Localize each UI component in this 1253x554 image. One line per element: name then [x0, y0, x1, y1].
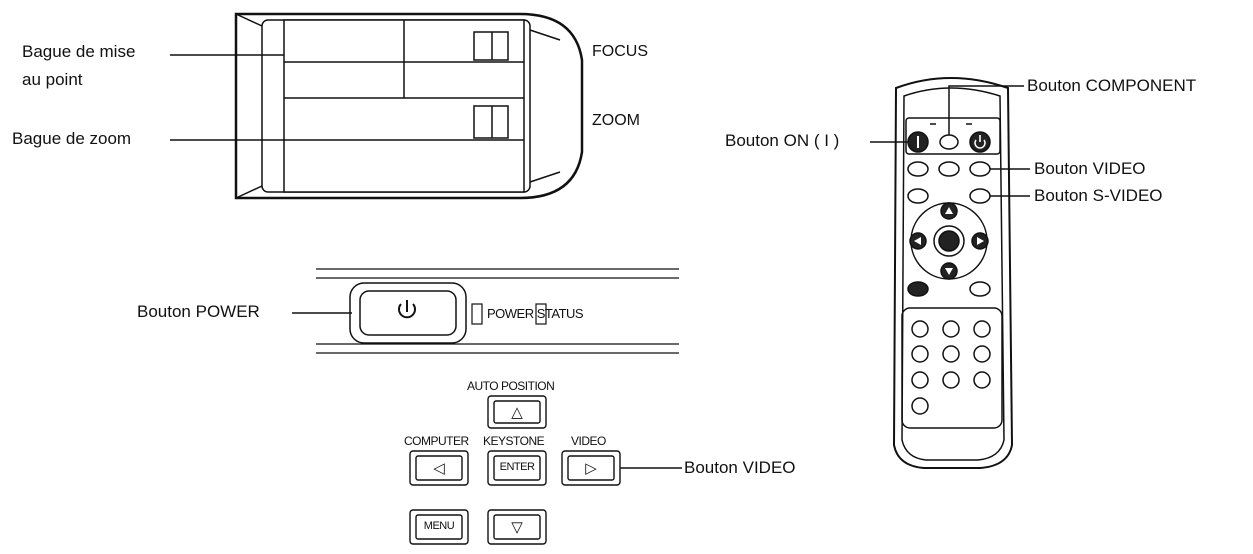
power-status-label: POWER STATUS: [487, 306, 584, 321]
arrow-up-icon: △: [511, 404, 523, 421]
power-indicator: [471, 303, 483, 325]
remote-control: [892, 77, 1014, 469]
auto-position-label: AUTO POSITION: [467, 379, 555, 393]
menu-key-label: MENU: [423, 520, 455, 532]
remote-number-button[interactable]: [911, 345, 929, 363]
lens-assembly: [234, 12, 584, 200]
on-button-label: Bouton ON ( I ): [725, 131, 840, 150]
remote-number-button[interactable]: [973, 320, 991, 338]
video-key-label: VIDEO: [571, 434, 606, 448]
leader-line: [948, 85, 1024, 135]
remote-number-button[interactable]: [942, 371, 960, 389]
key-up[interactable]: [487, 395, 547, 429]
key-left[interactable]: [409, 450, 469, 486]
remote-number-button[interactable]: [911, 397, 929, 415]
video-button-label: Bouton VIDEO: [684, 458, 796, 477]
arrow-right-icon: ▷: [585, 460, 597, 477]
keypad: [409, 395, 621, 545]
control-panel: [316, 268, 679, 354]
focus-label: FOCUS: [592, 43, 648, 60]
key-menu[interactable]: [409, 509, 469, 545]
power-button[interactable]: [349, 282, 467, 344]
remote-number-button[interactable]: [973, 345, 991, 363]
remote-number-button[interactable]: [911, 320, 929, 338]
zoom-ring-label: Bague de zoom: [12, 129, 132, 148]
remote-svideo-label: Bouton S-VIDEO: [1034, 186, 1163, 205]
component-button-label: Bouton COMPONENT: [1027, 76, 1197, 95]
zoom-label: ZOOM: [592, 112, 640, 129]
focus-ring-label-cont: au point: [22, 70, 83, 89]
remote-number-button[interactable]: [942, 320, 960, 338]
enter-key-label: ENTER: [499, 461, 535, 473]
remote-number-button[interactable]: [973, 371, 991, 389]
key-enter[interactable]: [487, 450, 547, 486]
arrow-down-icon: ▽: [511, 519, 523, 536]
remote-video-label: Bouton VIDEO: [1034, 159, 1146, 178]
remote-button[interactable]: [907, 188, 929, 204]
remote-button[interactable]: [907, 281, 929, 297]
computer-label: COMPUTER: [404, 434, 469, 448]
arrow-left-icon: ◁: [433, 460, 445, 477]
key-down[interactable]: [487, 509, 547, 545]
remote-button[interactable]: [907, 161, 929, 177]
power-button-label: Bouton POWER: [137, 302, 260, 321]
remote-button[interactable]: [938, 161, 960, 177]
remote-number-button[interactable]: [942, 345, 960, 363]
remote-number-button[interactable]: [911, 371, 929, 389]
keystone-label: KEYSTONE: [483, 434, 545, 448]
status-indicator: [535, 303, 547, 325]
focus-ring-label: Bague de mise: [22, 42, 136, 61]
remote-dpad-center[interactable]: [933, 225, 965, 257]
remote-button[interactable]: [969, 281, 991, 297]
